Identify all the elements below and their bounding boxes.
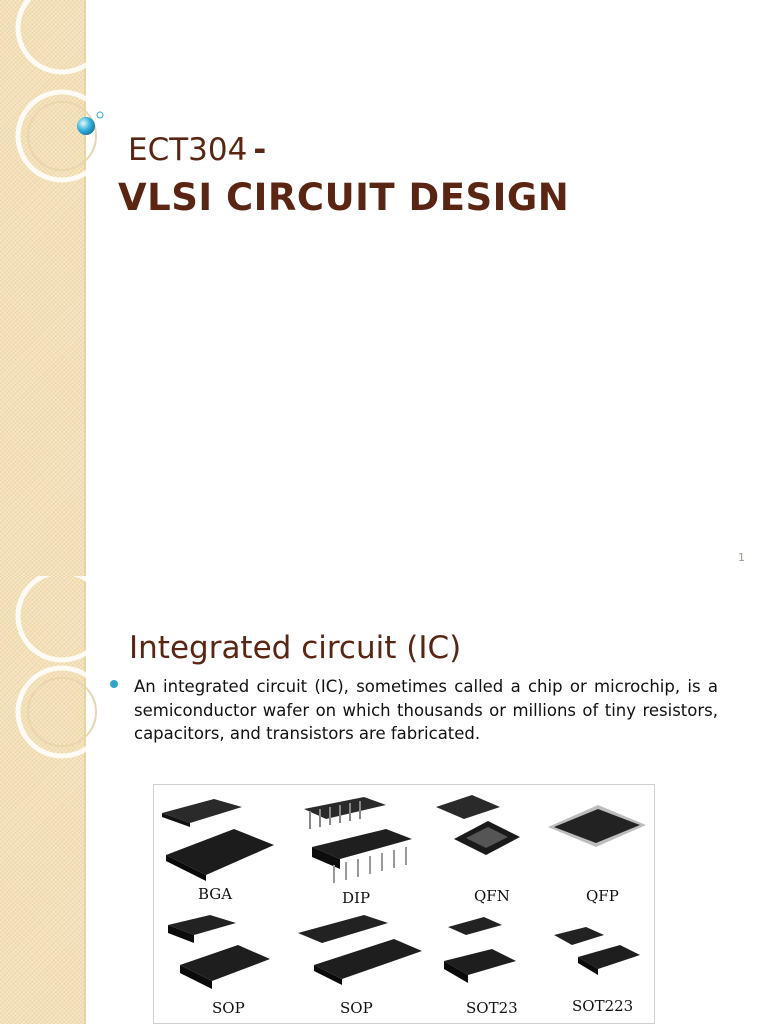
qfp-chip-icon [548, 805, 646, 847]
slide-2: Integrated circuit (IC) An integrated ci… [0, 576, 768, 1024]
sot223-chip-icon [554, 927, 640, 975]
bga-chip-icon [162, 799, 274, 881]
dip-label: DIP [342, 889, 371, 907]
sot23-chip-icon [444, 917, 516, 983]
decorative-circles [15, 0, 109, 183]
dip-chip-icon [304, 797, 412, 883]
blue-orb-icon [77, 117, 95, 135]
sot23-label: SOT23 [466, 999, 518, 1017]
ic-packages-figure: BGA DIP QFN QFP SOP SOP SOT23 SOT223 [153, 784, 655, 1024]
qfn-label: QFN [474, 887, 510, 905]
bga-label: BGA [198, 885, 233, 903]
sot223-label: SOT223 [572, 997, 634, 1015]
band-edge [84, 0, 86, 576]
page-number: 1 [738, 551, 745, 564]
course-title: VLSI CIRCUIT DESIGN [118, 176, 570, 219]
sop-chip-icon [298, 915, 422, 985]
qfn-chip-icon [436, 795, 520, 855]
qfp-label: QFP [586, 887, 619, 905]
slide-1: ECT304- VLSI CIRCUIT DESIGN 1 [0, 0, 745, 576]
sop-label-1: SOP [212, 999, 245, 1017]
bullet-icon [110, 680, 118, 688]
bullet-text: An integrated circuit (IC), sometimes ca… [134, 677, 718, 743]
sop-label-2: SOP [340, 999, 373, 1017]
small-orb-icon [96, 111, 104, 119]
decorative-band [0, 576, 84, 1024]
band-edge [84, 576, 86, 1024]
decorative-circles [15, 576, 109, 759]
slide-heading: Integrated circuit (IC) [129, 630, 462, 666]
course-code: ECT304- [128, 132, 267, 168]
ic-packages-image [162, 795, 646, 989]
sop-chip-icon [168, 915, 270, 989]
